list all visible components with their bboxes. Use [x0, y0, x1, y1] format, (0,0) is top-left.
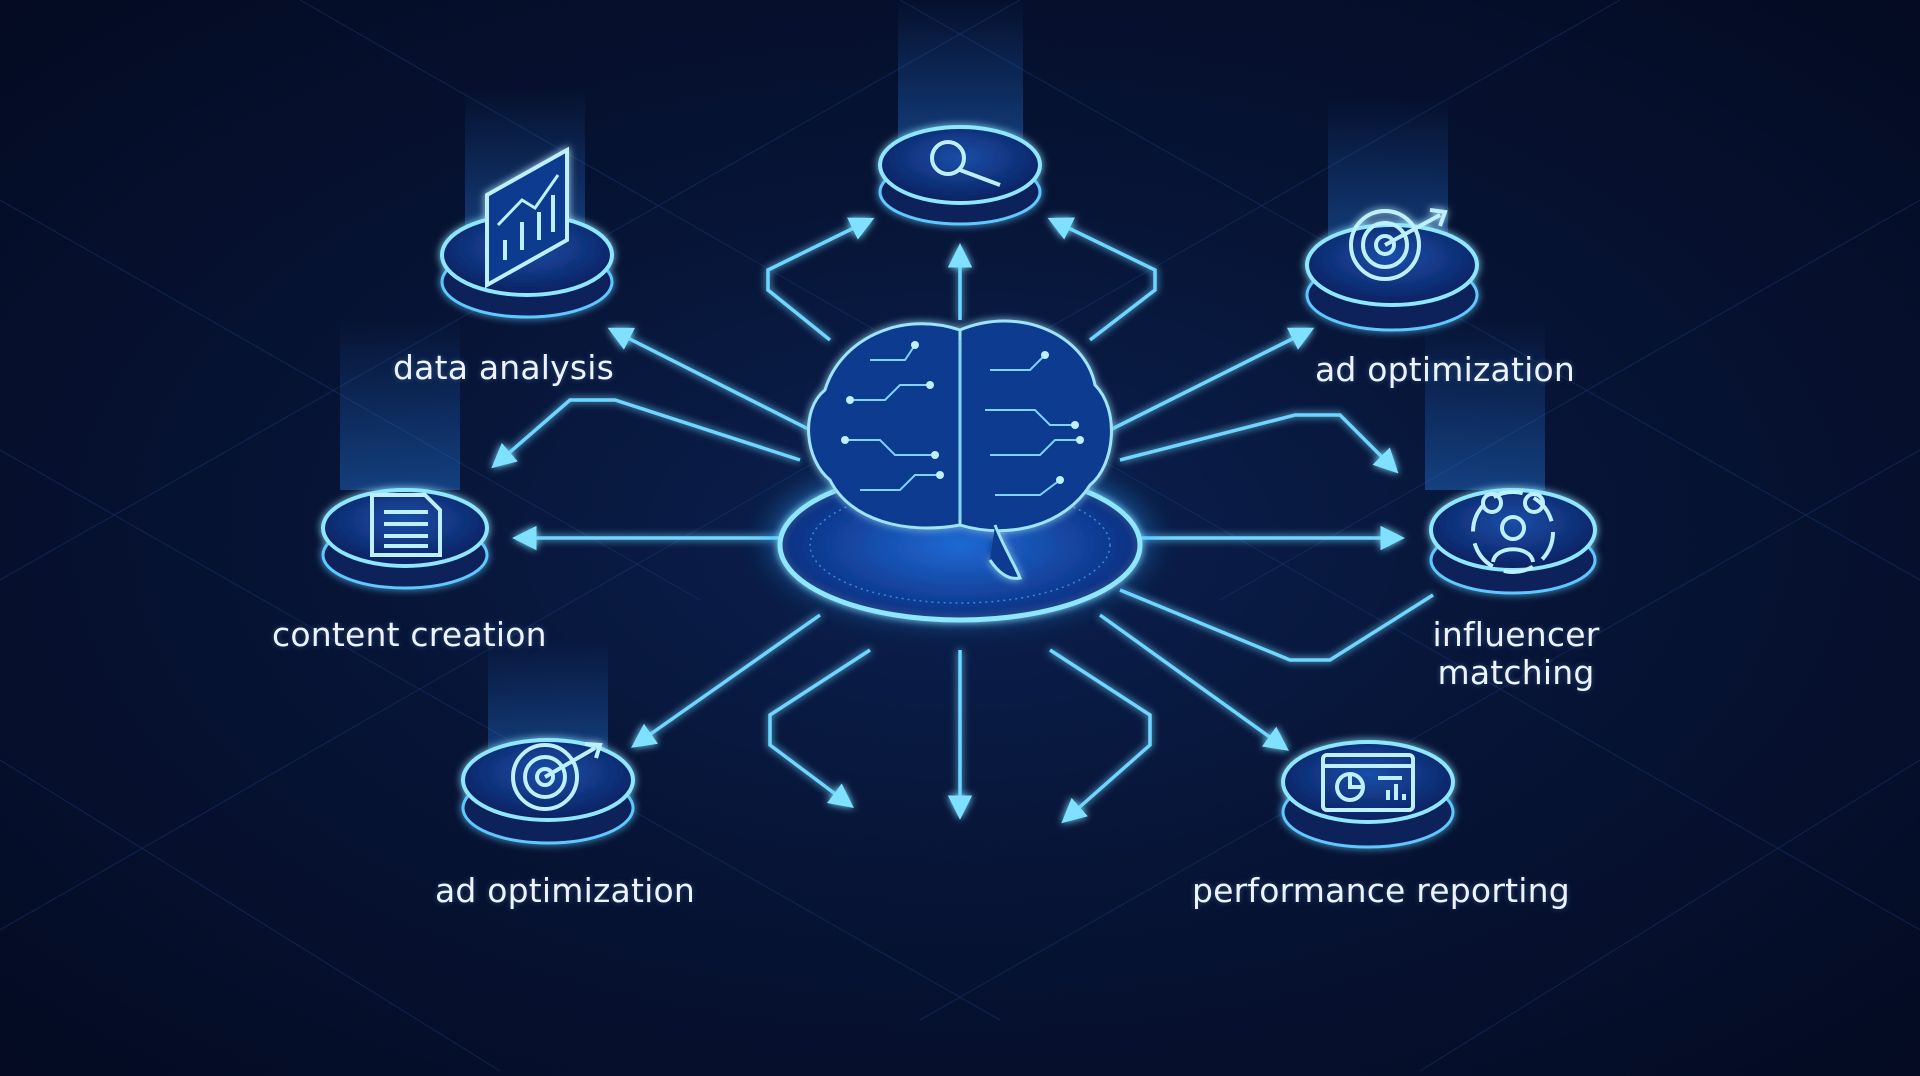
influencer-matching-label-line2: matching [1437, 653, 1595, 692]
arrow-to-data-analysis [607, 327, 831, 442]
arrow-to-performance-reporting [1098, 613, 1289, 751]
bar-chart-trend-icon [485, 146, 569, 289]
node-data-analysis [440, 146, 614, 319]
connectors [491, 217, 1434, 824]
content-creation-label: content creation [272, 615, 547, 654]
node-influencer-matching [1429, 488, 1597, 595]
dashboard-report-icon [1321, 753, 1415, 812]
brain-circuit-icon [807, 319, 1113, 580]
arrow-to-content-upper [491, 398, 801, 469]
arrow-to-ad-optimization-bottom [630, 613, 822, 748]
node-ad-optimization-bottom [461, 738, 635, 845]
arrow-to-influencer-lower [1119, 588, 1434, 662]
node-performance-reporting [1281, 740, 1455, 849]
document-icon [370, 493, 442, 557]
ad-optimization-bottom-label: ad optimization [435, 871, 695, 910]
ad-optimization-top-label: ad optimization [1315, 350, 1575, 389]
node-content-creation [321, 488, 489, 590]
node-ad-optimization-top [1305, 208, 1479, 332]
arrow-to-influencer-upper [1119, 413, 1399, 474]
magnifier-icon [930, 140, 1001, 187]
node-search [878, 125, 1042, 226]
arrow-lower-left [768, 648, 871, 808]
arrow-search-right [1047, 217, 1157, 342]
arrow-lower-right [1049, 648, 1152, 824]
data-analysis-label: data analysis [393, 348, 615, 387]
central-hub [770, 319, 1150, 623]
target-arrow-icon [511, 742, 603, 811]
target-arrow-icon [1349, 208, 1448, 281]
influencer-matching-label-line1: influencer [1432, 615, 1600, 654]
performance-reporting-label: performance reporting [1192, 871, 1570, 910]
arrow-to-ad-optimization-top [1089, 327, 1315, 442]
arrow-search-left [766, 217, 875, 342]
people-group-icon [1471, 490, 1555, 574]
